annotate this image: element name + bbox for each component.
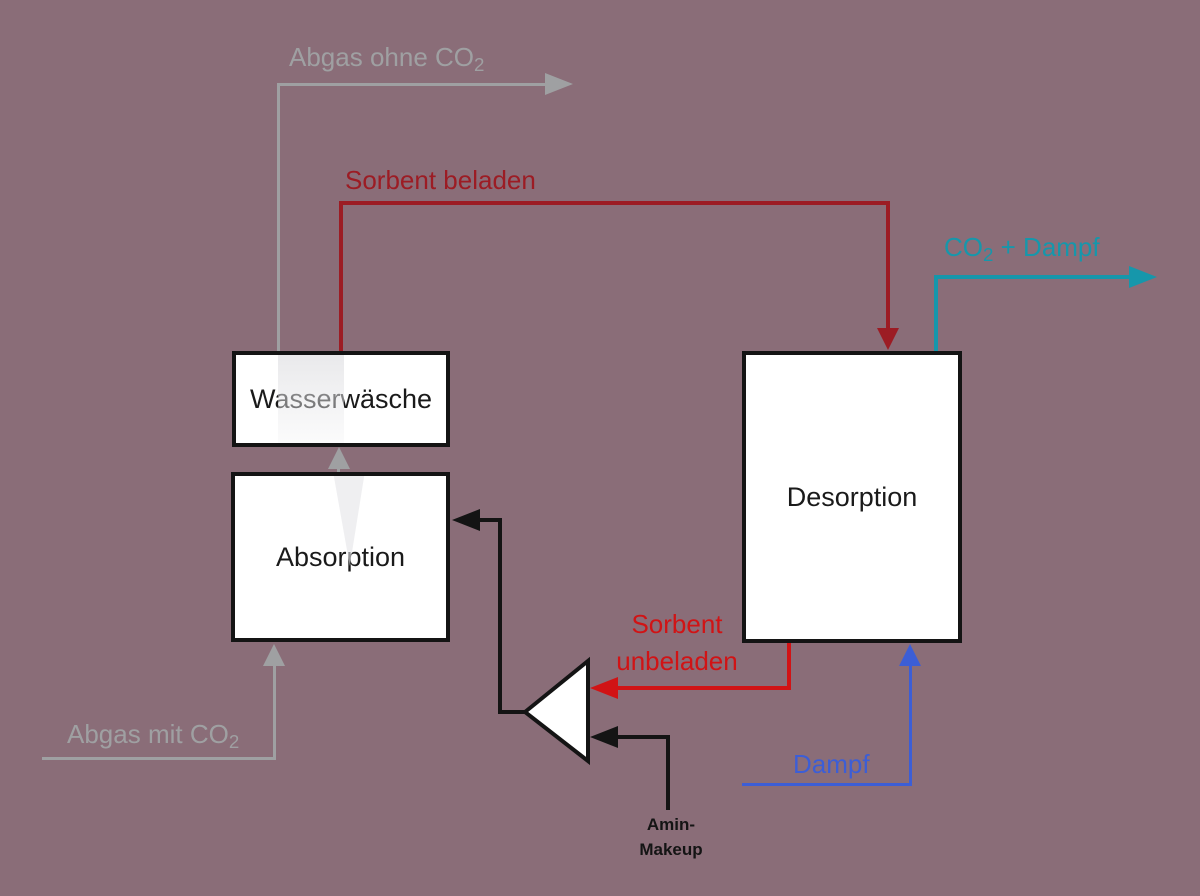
wasserwaesche-box: Wasserwäsche [232,351,450,447]
label-subscript: 2 [983,244,994,266]
abgas-mit-co2-label: Abgas mit CO2 [67,719,240,753]
label-tail: + Dampf [993,232,1100,262]
flow-line [273,660,276,760]
flow-line [498,518,502,714]
flow-line [742,783,912,786]
label-text: Abgas ohne CO [289,42,475,72]
label-line1: Sorbent [631,609,723,639]
sorbent-unbeladen-label: Sorbent unbeladen [598,606,756,680]
absorption-label: Absorption [275,541,406,572]
wasserwaesche-label: Wasserwäsche [249,383,433,414]
arrow-left-icon [452,509,480,531]
desorption-label: Desorption [786,481,918,512]
mixer-triangle-icon [521,656,590,766]
label-text: Abgas mit CO [67,719,229,749]
arrow-right-icon [1129,266,1157,288]
arrow-right-icon [545,73,573,95]
label-line2: Makeup [639,840,703,859]
flow-line [614,735,670,739]
arrow-up-icon [328,447,350,469]
flow-line [934,277,938,351]
dampf-label: Dampf [793,749,870,780]
arrow-left-icon [590,677,618,699]
label-line1: Amin- [646,815,696,834]
flow-line [666,737,670,810]
flow-line [886,201,890,329]
flow-line [787,643,791,690]
arrow-up-icon [899,644,921,666]
label-line2: unbeladen [616,646,738,676]
label-subscript: 2 [474,54,485,76]
label-text: Sorbent beladen [345,165,536,195]
label-text: Dampf [793,749,870,779]
flow-line [42,757,276,760]
flow-line [339,201,890,205]
flow-line [934,275,1129,279]
sorbent-beladen-label: Sorbent beladen [345,165,536,196]
flow-line [339,201,343,351]
flow-line [277,83,545,86]
amin-makeup-label: Amin- Makeup [628,812,714,862]
flow-line [277,83,280,351]
co2-dampf-label: CO2 + Dampf [944,232,1100,266]
flow-line [498,710,526,714]
label-subscript: 2 [228,731,240,753]
arrow-down-icon [877,328,899,350]
arrow-left-icon [590,726,618,748]
desorption-box: Desorption [742,351,962,643]
flow-line [909,663,912,786]
flow-line [614,686,791,690]
abgas-ohne-co2-label: Abgas ohne CO2 [289,42,485,76]
absorption-box: Absorption [231,472,450,642]
arrow-up-icon [263,644,285,666]
flow-line [477,518,502,522]
label-text: CO [944,232,983,262]
